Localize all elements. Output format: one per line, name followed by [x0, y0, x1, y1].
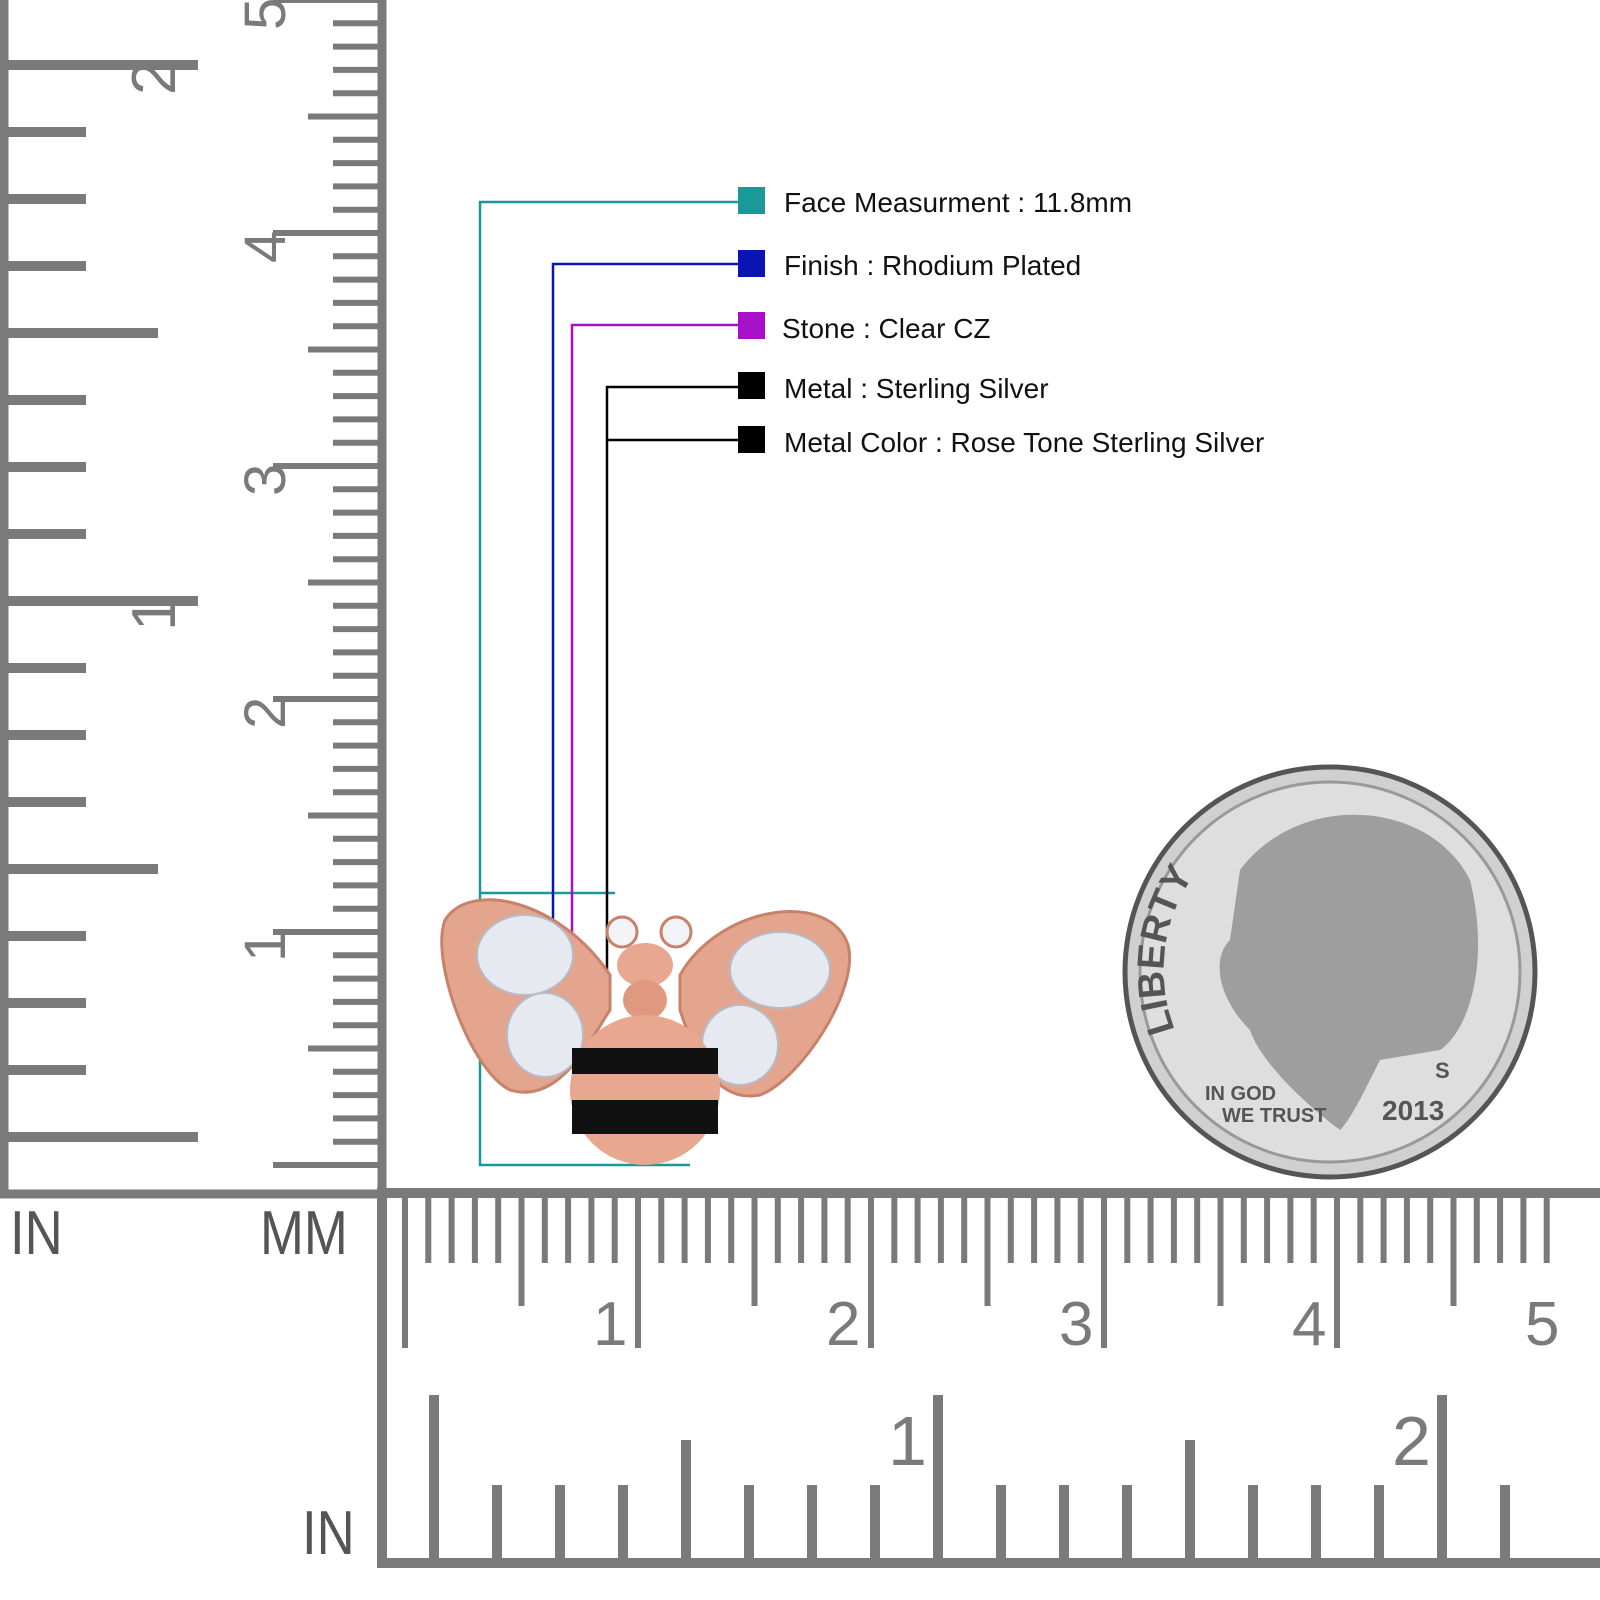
face-measurement-swatch	[738, 187, 765, 214]
horizontal-inch-label: 1	[888, 1402, 927, 1480]
horizontal-mm-label: 5	[1525, 1290, 1559, 1359]
horizontal-mm-label: 2	[826, 1290, 860, 1359]
vertical-mm-label: 1	[233, 930, 298, 962]
finish-line	[551, 262, 740, 925]
dime-coin-image: LIBERTY IN GOD WE TRUST 2013 S	[1122, 764, 1538, 1180]
horizontal-mm-label: 3	[1059, 1290, 1093, 1359]
metal-color-swatch	[738, 426, 765, 453]
coin-mint-mark: S	[1435, 1058, 1450, 1083]
stone-line	[570, 323, 740, 1025]
coin-motto-line1: IN GOD	[1205, 1083, 1276, 1105]
mm-unit-label: MM	[260, 1199, 348, 1268]
metal-line	[605, 385, 740, 980]
metal-label: Metal : Sterling Silver	[784, 373, 1049, 404]
vertical-inch-label: 2	[120, 61, 189, 95]
metal-color-label: Metal Color : Rose Tone Sterling Silver	[784, 427, 1265, 458]
vertical-mm-label: 2	[233, 697, 298, 729]
vertical-mm-label: 3	[233, 464, 298, 496]
coin-year: 2013	[1382, 1095, 1444, 1126]
finish-swatch	[738, 250, 765, 277]
metal-swatch	[738, 372, 765, 399]
vertical-inch-label: 1	[120, 597, 189, 631]
vertical-mm-label: 4	[233, 231, 298, 263]
horizontal-inch-label: 2	[1392, 1402, 1431, 1480]
vertical-mm-label: 5	[233, 0, 298, 30]
vertical-ruler: 1 2 3 4 5 1 2	[0, 0, 387, 1199]
left-inch-unit-label: IN	[10, 1199, 63, 1268]
bottom-inch-unit-label: IN	[302, 1499, 355, 1568]
face-measurement-label: Face Measurment : 11.8mm	[784, 187, 1133, 218]
coin-motto-line2: WE TRUST	[1222, 1105, 1326, 1127]
finish-label: Finish : Rhodium Plated	[784, 250, 1082, 281]
horizontal-mm-label: 4	[1292, 1290, 1326, 1359]
stone-label: Stone : Clear CZ	[782, 313, 991, 344]
bee-earring-image	[440, 898, 851, 1165]
face-measurement-line	[478, 200, 740, 1167]
callout-lines	[478, 200, 740, 1167]
horizontal-mm-label: 1	[593, 1290, 627, 1359]
stone-swatch	[738, 312, 765, 339]
